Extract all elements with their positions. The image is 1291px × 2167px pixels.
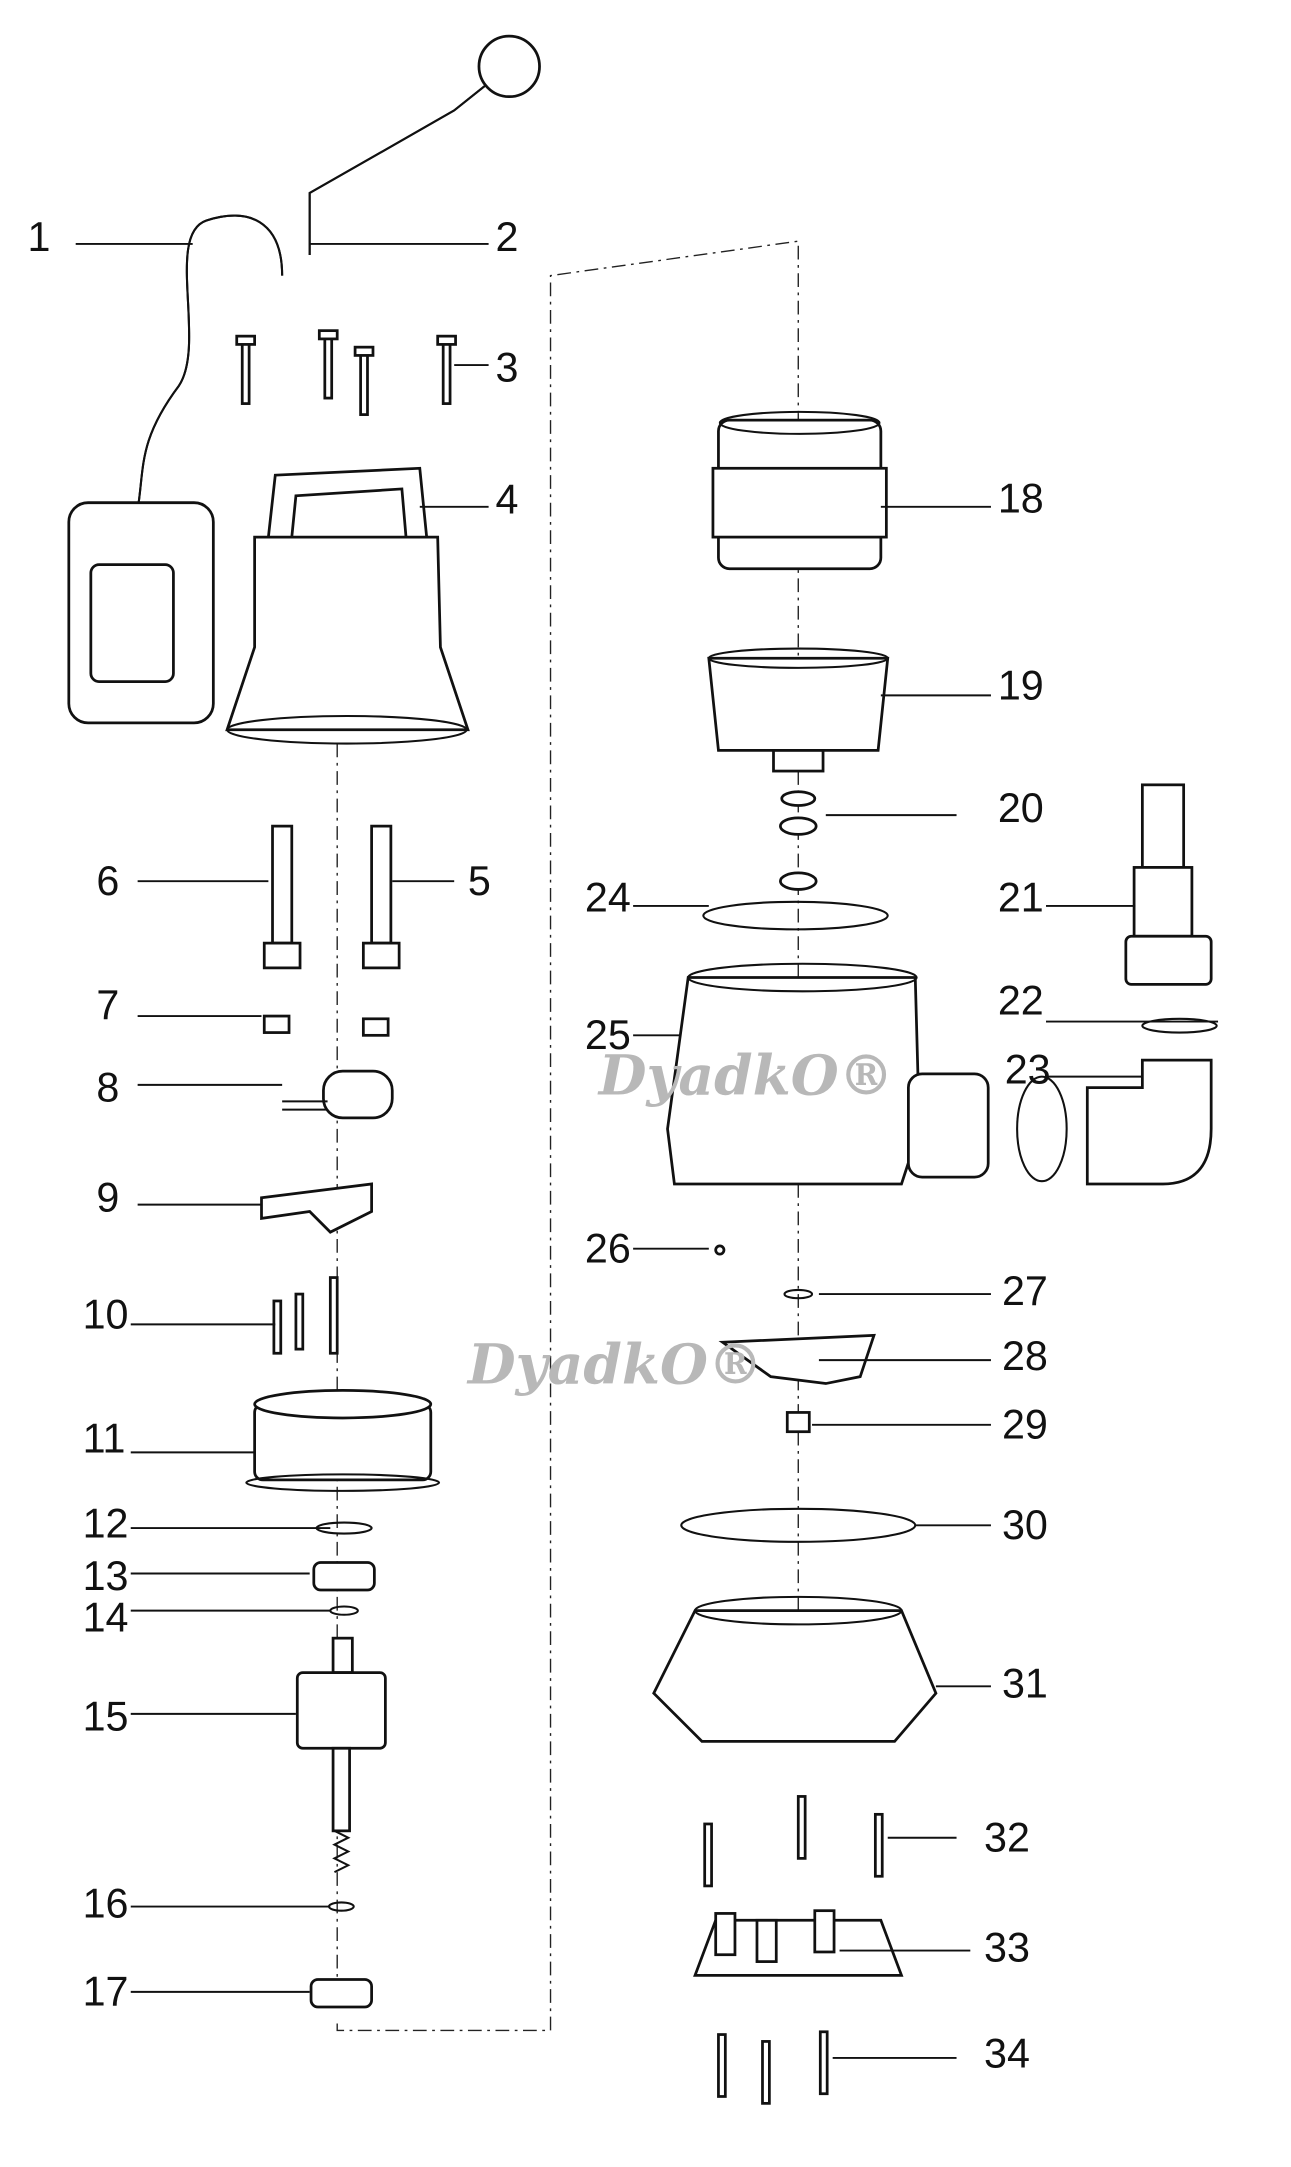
washer-14 — [329, 1605, 359, 1616]
callout-number: 15 — [83, 1693, 129, 1739]
capacitor — [282, 1069, 394, 1120]
assembly-path-line — [336, 240, 799, 2032]
screws-3 — [235, 329, 457, 416]
callout-number: 9 — [96, 1174, 119, 1220]
callout-number: 16 — [83, 1881, 129, 1927]
callout-number: 34 — [984, 2031, 1030, 2077]
callout-number: 26 — [585, 1225, 631, 1271]
callout-number: 27 — [1002, 1268, 1048, 1314]
bearing-17 — [309, 1978, 373, 2009]
callout-number: 29 — [1002, 1402, 1048, 1448]
rotor-shaft — [295, 1636, 387, 1874]
tubes — [262, 824, 401, 970]
cup-19 — [707, 647, 890, 773]
screws-32 — [703, 1795, 884, 1888]
nut-29 — [785, 1411, 811, 1434]
hose-connector-21 — [1124, 783, 1213, 986]
o-ring-22 — [1141, 1017, 1218, 1034]
sleeve-18 — [711, 410, 888, 571]
plug-7b — [361, 1017, 390, 1037]
callout-number: 31 — [1002, 1660, 1048, 1706]
callout-number: 5 — [468, 858, 491, 904]
callout-number: 30 — [1002, 1502, 1048, 1548]
callout-number: 7 — [96, 982, 119, 1028]
callout-number: 22 — [998, 978, 1044, 1024]
screws-34 — [717, 2030, 829, 2105]
callout-number: 11 — [83, 1415, 126, 1461]
callout-number: 24 — [585, 874, 631, 920]
elbow-23 — [1085, 1058, 1213, 1186]
callout-number: 4 — [495, 477, 518, 523]
callout-number: 25 — [585, 1012, 631, 1058]
motor-cover — [245, 1389, 441, 1492]
watermark: DyadkO® — [597, 1043, 894, 1108]
callout-number: 8 — [96, 1064, 119, 1110]
base-31 — [652, 1595, 938, 1743]
callout-number: 10 — [83, 1291, 129, 1337]
callout-number: 2 — [495, 214, 518, 260]
pump-housing — [225, 466, 470, 745]
pump-body-25 — [666, 962, 990, 1186]
callout-number: 13 — [83, 1553, 129, 1599]
bracket — [260, 1182, 373, 1234]
callout-number: 21 — [998, 874, 1044, 920]
callout-number: 3 — [495, 345, 518, 391]
callout-number: 23 — [1005, 1047, 1051, 1093]
callout-number: 14 — [83, 1594, 129, 1640]
bearing-13 — [312, 1561, 376, 1592]
washer-16 — [327, 1901, 355, 1912]
callout-number: 12 — [83, 1501, 129, 1547]
power-cord-plug — [308, 34, 541, 255]
gasket-23 — [1016, 1075, 1068, 1183]
watermark: DyadkO® — [466, 1332, 763, 1397]
ball-26 — [714, 1244, 726, 1256]
screws-10 — [272, 1276, 339, 1355]
cover-33 — [693, 1909, 904, 1977]
plug-7a — [262, 1014, 291, 1034]
callout-number: 17 — [83, 1969, 129, 2015]
o-ring-24 — [702, 900, 889, 931]
callout-number: 33 — [984, 1925, 1030, 1971]
callout-number: 32 — [984, 1814, 1030, 1860]
seals-20 — [779, 790, 818, 891]
impeller-28 — [718, 1333, 876, 1385]
callout-number: 18 — [998, 475, 1044, 521]
washer-27 — [783, 1288, 814, 1300]
callout-number: 6 — [96, 858, 119, 904]
float-switch — [67, 214, 284, 725]
callout-number: 20 — [998, 785, 1044, 831]
callout-number: 1 — [28, 214, 51, 260]
callout-number: 28 — [1002, 1333, 1048, 1379]
callout-number: 19 — [998, 663, 1044, 709]
